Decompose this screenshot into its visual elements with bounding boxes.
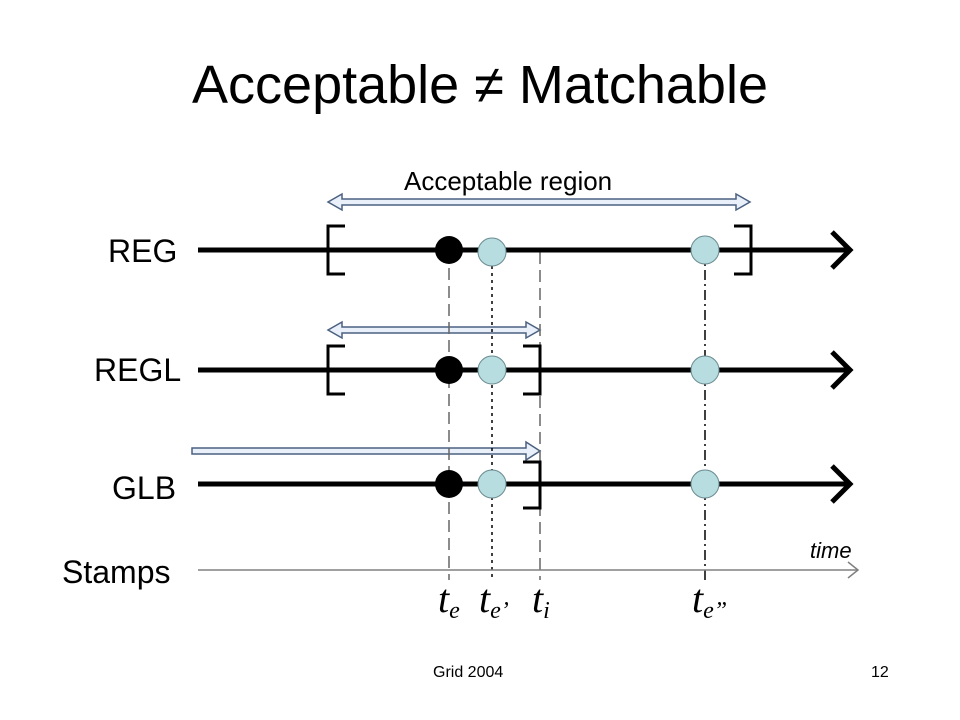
regl-te-prime-dot [477, 355, 507, 385]
reg-left-bracket [326, 224, 345, 276]
row-label-glb: GLB [112, 470, 176, 506]
row-label-stamps: Stamps [62, 554, 170, 590]
reg-right-bracket [734, 224, 753, 276]
stamp-te-double-prime-label: te” [692, 576, 727, 624]
regl-right-bracket [523, 344, 542, 396]
glb-arrowhead [830, 464, 854, 504]
footer-event-name: Grid 2004 [433, 664, 504, 681]
glb-te-prime-dot [477, 469, 507, 499]
time-axis-label: time [810, 538, 852, 563]
regl-region-arrow [326, 320, 542, 340]
slide-title: Acceptable ≠ Matchable [192, 55, 768, 115]
glb-te-double-prime-dot [690, 469, 720, 499]
reg-te-prime-dot [477, 237, 507, 267]
stamps-axis-arrowhead [847, 561, 860, 579]
region-arrow-shape [326, 192, 752, 212]
glb-te-dot [435, 470, 463, 498]
reg-te-dot [435, 236, 463, 264]
stamp-ti-label: ti [532, 576, 550, 624]
stamp-te-prime-label: te’ [479, 576, 509, 624]
row-label-regl: REGL [94, 352, 181, 388]
glb-right-bracket [523, 460, 542, 510]
regl-te-dot [435, 356, 463, 384]
reg-arrowhead [830, 230, 854, 270]
stamp-te-label: te [438, 576, 460, 624]
row-label-reg: REG [108, 233, 177, 269]
reg-te-double-prime-dot [690, 235, 720, 265]
glb-region-arrow [191, 440, 542, 462]
regl-te-double-prime-dot [690, 355, 720, 385]
acceptable-region-label: Acceptable region [404, 166, 612, 196]
regl-arrowhead [830, 350, 854, 390]
regl-left-bracket [326, 344, 345, 396]
page-number: 12 [871, 664, 889, 681]
acceptable-region-arrow [326, 192, 752, 212]
